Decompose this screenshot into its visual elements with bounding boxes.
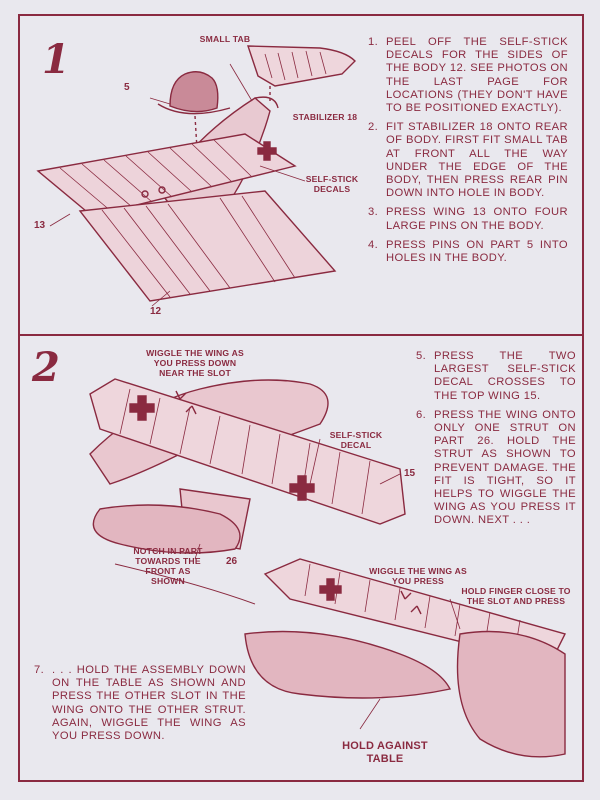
instruction-4: 4.PRESS PINS ON PART 5 INTO HOLES IN THE… xyxy=(368,238,568,265)
instruction-1: 1.PEEL OFF THE SELF-STICK DECALS FOR THE… xyxy=(368,36,568,115)
step-2-number: 2 xyxy=(32,344,60,391)
instruction-5: 5.PRESS THE TWO LARGEST SELF-STICK DECAL… xyxy=(416,350,576,402)
step-2-illustration xyxy=(89,378,567,758)
step-7-instruction: 7.. . . HOLD THE ASSEMBLY DOWN ON THE TA… xyxy=(34,664,246,749)
callout-wiggle-press: WIGGLE THE WING AS YOU PRESS xyxy=(369,566,467,586)
callout-self-stick-decals: SELF-STICK DECALS xyxy=(305,174,359,194)
instruction-3: 3.PRESS WING 13 ONTO FOUR LARGE PINS ON … xyxy=(368,206,568,232)
part-26-label: 26 xyxy=(226,556,238,567)
part-13-label: 13 xyxy=(34,220,46,231)
callout-hold-finger: HOLD FINGER CLOSE TO THE SLOT AND PRESS xyxy=(461,586,571,606)
step-1-instructions: 1.PEEL OFF THE SELF-STICK DECALS FOR THE… xyxy=(368,36,568,271)
instruction-7: 7.. . . HOLD THE ASSEMBLY DOWN ON THE TA… xyxy=(34,664,246,743)
step-2-instructions: 5.PRESS THE TWO LARGEST SELF-STICK DECAL… xyxy=(416,350,576,534)
step-2-panel: 2 xyxy=(18,334,584,782)
callout-stabilizer-18: STABILIZER 18 xyxy=(292,112,358,122)
callout-hold-table: HOLD AGAINST TABLE xyxy=(342,740,428,765)
callout-notch: NOTCH IN PART TOWARDS THE FRONT AS SHOWN xyxy=(133,546,203,586)
callout-self-stick-decal: SELF-STICK DECAL xyxy=(329,430,383,450)
instruction-2: 2.FIT STABILIZER 18 ONTO REAR OF BODY. F… xyxy=(368,121,568,200)
instruction-6: 6.PRESS THE WING ONTO ONLY ONE STRUT ON … xyxy=(416,408,576,527)
part-5-label: 5 xyxy=(124,82,130,93)
part-12-label: 12 xyxy=(150,306,162,317)
callout-small-tab: SMALL TAB xyxy=(199,34,251,44)
step-1-number: 1 xyxy=(42,36,70,83)
step-1-panel: 1 xyxy=(18,14,584,336)
step-1-illustration xyxy=(36,45,356,307)
part-15-label: 15 xyxy=(404,468,416,479)
